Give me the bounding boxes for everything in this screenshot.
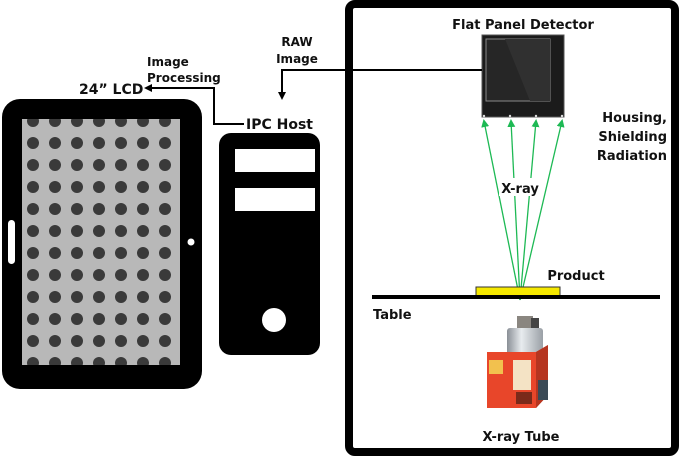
table-label: Table: [373, 308, 412, 323]
product-sample: [475, 286, 561, 297]
image-processing-label-line2: Processing: [147, 71, 221, 85]
raw-image-label-line1: RAW: [281, 35, 312, 49]
housing-label-line3: Radiation: [597, 149, 667, 164]
xray-label: X-ray: [501, 182, 539, 197]
ipc-host-label: IPC Host: [246, 117, 313, 133]
housing-label-line2: Shielding: [598, 130, 667, 145]
housing-label-line1: Housing,: [602, 111, 667, 126]
xray-label-bg: [499, 178, 541, 196]
raw-image-label-line2: Image: [276, 52, 318, 66]
computer-tower-icon: [219, 133, 320, 355]
image-processing-label-line1: Image: [147, 55, 189, 69]
flat-panel-detector-label: Flat Panel Detector: [452, 18, 594, 33]
product-label: Product: [547, 269, 604, 284]
raw-image-arrow: [278, 69, 482, 100]
xray-beams: [481, 119, 565, 301]
xray-tube-label: X-ray Tube: [483, 430, 560, 445]
image-processing-arrow: [144, 84, 244, 125]
lcd-label: 24” LCD: [79, 82, 143, 98]
housing-enclosure: [345, 0, 679, 456]
xray-tube-icon: [487, 316, 548, 408]
flat-panel-detector-icon: [481, 34, 565, 118]
lcd-display-icon: [2, 99, 202, 389]
table-surface: [372, 295, 660, 299]
xray-image-preview: [22, 119, 180, 365]
